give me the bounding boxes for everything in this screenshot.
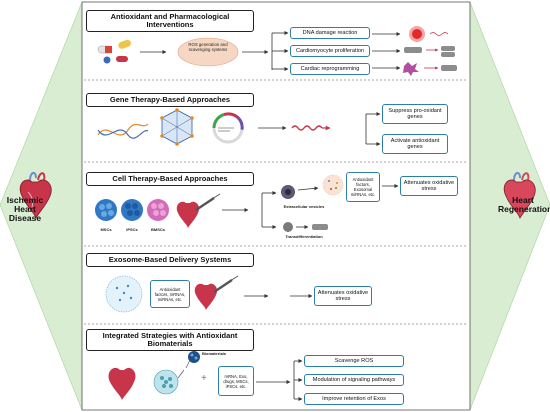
cell-cluster-icon xyxy=(95,199,169,221)
left-side-label: Ischemic Heart Disease xyxy=(6,195,44,223)
branch-bracket xyxy=(365,112,381,146)
branch-bracket xyxy=(261,191,277,229)
cardiomyocyte-icon xyxy=(283,222,328,232)
outcome-attenuates-oxidative-stress-cells: Attenuates oxidative stress xyxy=(400,176,458,196)
ros-system-label: ROS generation and scavenging systems xyxy=(188,42,228,52)
outcome-cardiomyocyte-proliferation: Cardiomyocyte proliferation xyxy=(290,45,370,57)
connector xyxy=(177,359,191,379)
syringe-icon xyxy=(195,193,221,212)
outcome-improve-retention-exos: Improve retention of Exos xyxy=(304,393,404,405)
biomaterials-label: Biomaterials xyxy=(202,351,227,356)
panel-title-antioxidant: Antioxidant and Pharmacological Interven… xyxy=(86,10,254,32)
panel-title-gene-therapy: Gene Therapy-Based Approaches xyxy=(86,93,254,107)
ros-system-ellipse xyxy=(177,37,239,67)
mrna-icon xyxy=(291,125,331,131)
heart-icon xyxy=(108,367,136,400)
cell-cargo-box: Antioxidant factors, Exosomal miRNAs, et… xyxy=(346,172,380,202)
vesicle-icon xyxy=(105,275,143,313)
transdifferentiation-label: Transdifferentiation xyxy=(285,234,323,239)
svg-text:+: + xyxy=(201,373,207,384)
panel-title-exosome: Exosome-Based Delivery Systems xyxy=(86,253,254,267)
outcome-scavenge-ros: Scavenge ROS xyxy=(304,355,404,367)
heart-icon xyxy=(503,172,536,220)
biomaterial-cargo-box: mRNA, Exo, drugs, MSCs, iPSCs, etc. xyxy=(218,366,254,396)
capsule-icon xyxy=(103,39,131,64)
heart-icon xyxy=(19,172,52,220)
panel-dividers xyxy=(84,79,468,325)
branch-bracket xyxy=(293,359,303,401)
dna-icon xyxy=(97,123,149,139)
branch-bracket xyxy=(271,31,289,71)
outcome-suppress-pro-oxidant: Suppress pro-oxidant genes xyxy=(382,104,448,124)
outcome-cardiac-reprogramming: Cardiac reprogramming xyxy=(290,63,370,75)
plasmid-icon xyxy=(212,112,244,144)
cell-label-bmscs: BMSCs xyxy=(150,227,165,232)
outcome-activate-antioxidant: Activate antioxidant genes xyxy=(382,134,448,154)
pill-icon xyxy=(97,45,113,54)
vesicle-icon xyxy=(281,174,344,199)
exosome-cargo-box: Antioxidant factors, mRNAs, miRNAs, etc. xyxy=(150,280,190,308)
panel-title-cell-therapy: Cell Therapy-Based Approaches xyxy=(86,172,254,186)
heart-icon xyxy=(176,201,200,228)
outcome-attenuates-oxidative-stress-exosome: Attenuates oxidative stress xyxy=(314,286,372,306)
cell-label-mscs: MSCs xyxy=(100,227,112,232)
outcome-modulation-signaling: Modulation of signaling pathways xyxy=(304,374,404,386)
right-side-label: Heart Regeneration xyxy=(498,195,550,214)
heart-icon xyxy=(194,283,218,310)
panel-title-biomaterials: Integrated Strategies with Antioxidant B… xyxy=(86,329,254,351)
cell-label-ipscs: iPSCs xyxy=(126,227,138,232)
extracellular-vesicles-label: Extracellular vesicles xyxy=(283,204,325,209)
biomaterial-scaffold-icon: + xyxy=(153,351,207,395)
cardiomyocyte-icon xyxy=(404,46,455,57)
dna-damage-icon xyxy=(409,26,449,42)
syringe-icon xyxy=(213,275,239,294)
outcome-dna-damage: DNA damage reaction xyxy=(290,27,370,39)
reprogramming-icon xyxy=(403,62,457,76)
viral-vector-icon xyxy=(160,108,194,146)
arrow xyxy=(297,186,319,191)
